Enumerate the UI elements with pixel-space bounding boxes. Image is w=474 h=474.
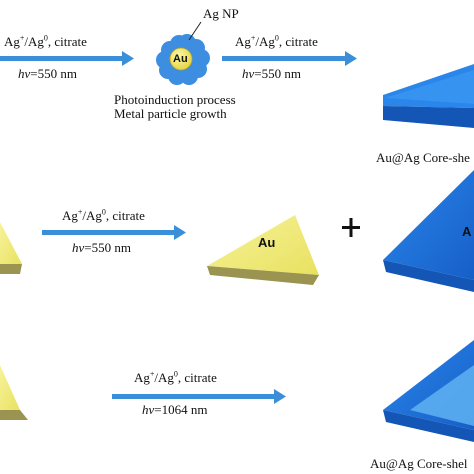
row2-au-label: Au <box>258 235 276 250</box>
row3-arrow <box>112 389 286 404</box>
au-core-label: Au <box>173 53 188 65</box>
ag-np-cluster <box>156 21 210 85</box>
row2-hv: hv=550 nm <box>72 240 131 255</box>
row2-arrow <box>42 225 186 240</box>
row2-left-triangle <box>0 222 22 274</box>
row1-reagent-left: Ag+/Ag0, citrate <box>4 33 87 49</box>
row3-hv: hv=1064 nm <box>142 402 208 417</box>
row3-product-plate <box>383 340 474 442</box>
plus-sign-shape <box>342 218 360 237</box>
row1-product-caption: Au@Ag Core-she <box>376 150 470 165</box>
row2-product-label: A <box>462 224 472 239</box>
row2-reagent: Ag+/Ag0, citrate <box>62 207 145 223</box>
row1-reagent-right: Ag+/Ag0, citrate <box>235 33 318 49</box>
row1-hv-left: hv=550 nm <box>18 66 77 81</box>
row3-product-caption: Au@Ag Core-shel <box>370 456 468 471</box>
row2-au-triangle <box>207 215 319 285</box>
row1-product-plate <box>383 64 474 128</box>
row3-reagent: Ag+/Ag0, citrate <box>134 369 217 385</box>
row1-arrow-right <box>222 51 357 66</box>
row2-product-plate <box>383 170 474 292</box>
au-core <box>169 47 193 71</box>
row1-arrow-left <box>0 51 134 66</box>
ag-np-pointer <box>188 21 202 41</box>
process-label-1: Photoinduction process <box>114 92 236 107</box>
row1-hv-right: hv=550 nm <box>242 66 301 81</box>
ag-cloud <box>156 34 210 85</box>
row3-left-triangle <box>0 365 28 420</box>
ag-np-label: Ag NP <box>203 6 239 21</box>
process-label-2: Metal particle growth <box>114 106 227 121</box>
